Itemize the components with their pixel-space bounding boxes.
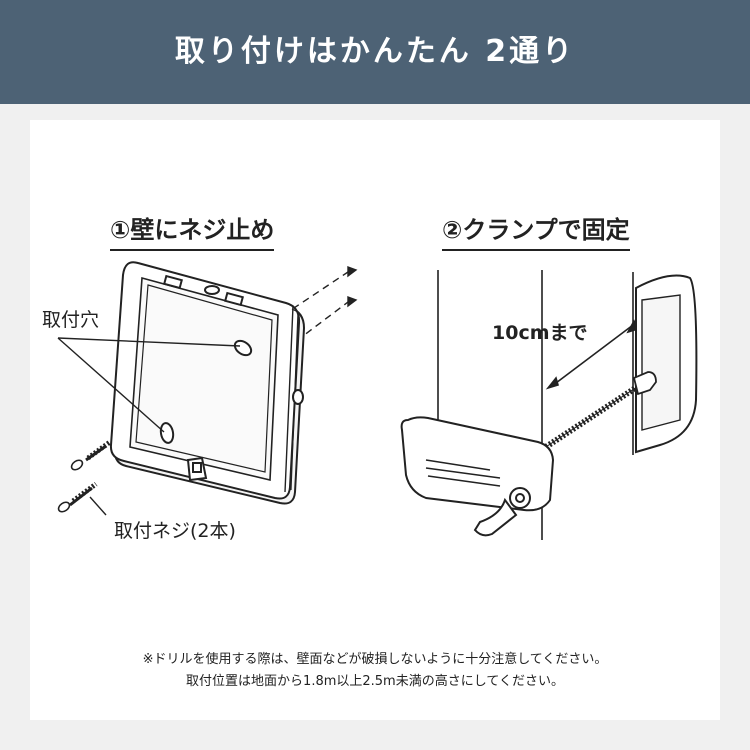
width-label: 10cmまで (492, 322, 588, 344)
note-line-2: 取付位置は地面から1.8m以上2.5m未満の高さにしてください。 (186, 674, 564, 689)
clamp-illustration (400, 270, 698, 540)
hole-label: 取付穴 (42, 309, 100, 331)
header-title: 取り付けはかんたん 2通り (174, 34, 576, 69)
method2-title: ②クランプで固定 (442, 210, 630, 251)
method1-title-underline (110, 249, 275, 251)
method2-title-text: ②クランプで固定 (442, 216, 630, 244)
header-banner: 取り付けはかんたん 2通り (0, 0, 750, 104)
content-card: ①壁にネジ止め ②クランプで固定 (30, 120, 720, 720)
wall-mount-illustration (57, 261, 358, 516)
method2-title-underline (442, 249, 630, 251)
method1-title-text: ①壁にネジ止め (110, 216, 275, 244)
note-line-1: ※ドリルを使用する際は、壁面などが破損しないように十分注意してください。 (142, 652, 608, 667)
method1-title: ①壁にネジ止め (110, 210, 275, 251)
screw-label: 取付ネジ(2本) (114, 520, 236, 542)
